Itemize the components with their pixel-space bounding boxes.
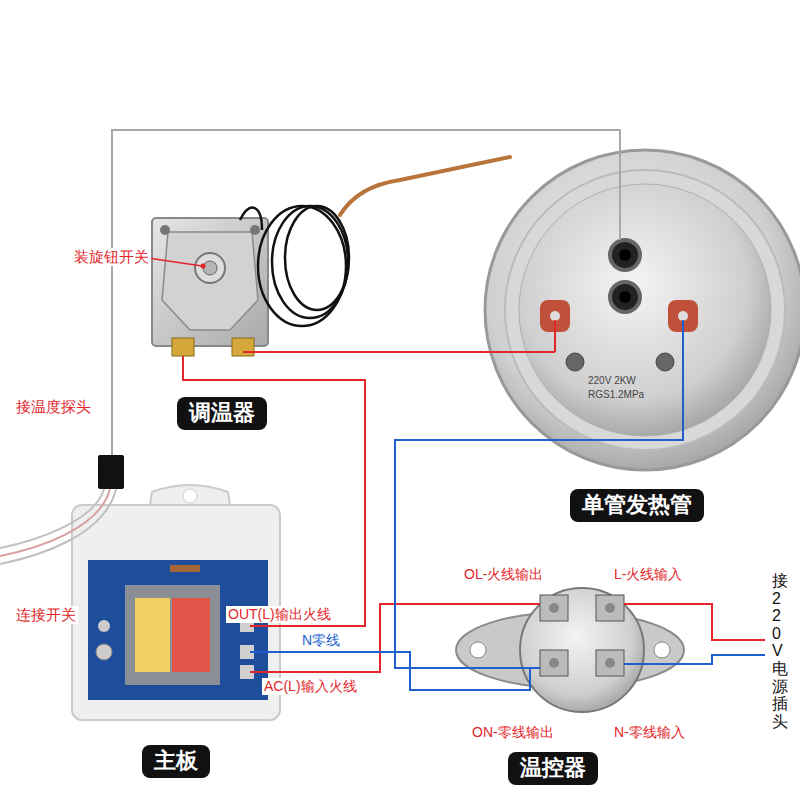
temperature-control-figure-part xyxy=(447,667,540,669)
thermostat-figure xyxy=(148,157,510,356)
thermostat-figure-part xyxy=(152,218,268,346)
heating-tube-figure-part xyxy=(566,353,584,371)
component-title: 单管发热管 xyxy=(570,489,704,522)
component-region: 温控器 xyxy=(447,580,690,787)
wire-label: 220V 2KW xyxy=(588,375,636,387)
heating-tube-figure-part xyxy=(485,150,800,470)
main-board-figure-part xyxy=(125,585,220,685)
main-board-figure-part xyxy=(250,671,290,673)
temperature-control-figure-part xyxy=(540,650,568,676)
thermostat-figure-part xyxy=(340,157,510,215)
wire-label: OUT(L)输出火线 xyxy=(226,606,333,623)
thermostat-figure-part xyxy=(232,338,254,356)
main-board-figure-part xyxy=(172,598,210,672)
heating-tube-figure-part xyxy=(610,282,640,312)
temperature-control-figure-part xyxy=(470,642,486,658)
wire xyxy=(290,380,365,626)
heating-tube-figure-part xyxy=(678,311,688,321)
temperature-control-figure-part xyxy=(624,604,765,640)
main-board-figure-part xyxy=(150,485,230,505)
thermostat-figure-part xyxy=(148,258,202,266)
main-board-figure-part xyxy=(98,455,124,489)
heating-tube-figure-part xyxy=(478,351,555,353)
heating-tube-figure-part xyxy=(519,184,771,436)
heating-tube-figure-part xyxy=(619,145,621,240)
heating-tube-figure xyxy=(478,145,800,470)
wire-label: 接温度探头 xyxy=(16,398,91,416)
component-title: 温控器 xyxy=(508,752,598,785)
wire-label: OL-火线输出 xyxy=(462,566,545,583)
wire-label: 连接开关 xyxy=(14,606,78,624)
thermostat-figure-part xyxy=(162,232,258,330)
heating-tube-figure-part xyxy=(554,320,556,352)
power-plug-label: 接220V电源插头 xyxy=(772,572,788,730)
thermostat-figure-part xyxy=(272,206,348,318)
thermostat-figure-part xyxy=(195,253,225,283)
heating-tube-figure-part xyxy=(656,353,674,371)
temperature-control-figure-part xyxy=(447,668,530,690)
temperature-control-figure-part xyxy=(605,603,615,613)
heating-tube-figure-part xyxy=(550,311,560,321)
heating-tube-figure-part xyxy=(619,291,631,303)
main-board-figure-part xyxy=(135,598,170,672)
main-board-figure-part xyxy=(96,644,112,660)
main-board-figure-part xyxy=(183,489,197,503)
component-region: 单管发热管 xyxy=(478,145,795,525)
terminal-wires-part xyxy=(183,356,290,380)
terminal-wires xyxy=(183,352,290,380)
thermostat-figure-part xyxy=(172,338,194,356)
wire-label: L-火线输入 xyxy=(612,566,684,583)
wire-label: N零线 xyxy=(300,632,342,649)
main-board-figure-part xyxy=(250,651,290,653)
temperature-control-figure-part xyxy=(549,658,559,668)
temperature-control-figure-part xyxy=(596,595,624,621)
temperature-control-figure-part xyxy=(540,595,568,621)
wire-label: ON-零线输出 xyxy=(470,724,556,741)
temperature-control-figure-part xyxy=(624,655,765,664)
temperature-control-figure-part xyxy=(605,658,615,668)
wire-label: 装旋钮开关 xyxy=(72,248,151,266)
main-board-figure-part xyxy=(170,565,200,572)
wire-label: AC(L)输入火线 xyxy=(262,678,359,695)
thermostat-figure-part xyxy=(285,206,349,310)
heating-tube-figure-part xyxy=(610,240,640,270)
thermostat-figure-part xyxy=(240,208,262,230)
heating-tube-figure-part xyxy=(505,170,785,450)
temperature-control-figure-part xyxy=(654,642,670,658)
wire-label: RGS1.2MPa xyxy=(588,389,644,401)
terminal-wires-part xyxy=(243,351,290,353)
component-title: 调温器 xyxy=(177,397,267,430)
temperature-control-figure-part xyxy=(549,603,559,613)
thermostat-figure-part xyxy=(160,225,170,235)
wire-label: N-零线输入 xyxy=(612,724,687,741)
main-board-figure-part xyxy=(0,489,116,564)
main-board-figure-part xyxy=(0,489,110,556)
thermostat-figure-part xyxy=(250,225,260,235)
main-board-figure-part xyxy=(88,560,268,700)
thermostat-figure-part xyxy=(201,264,206,269)
main-board-figure xyxy=(0,440,290,720)
main-board-figure-part xyxy=(111,440,113,455)
main-board-figure-part xyxy=(250,625,290,627)
component-region: 调温器 xyxy=(150,205,290,432)
temperature-control-figure-part xyxy=(447,603,540,605)
wire xyxy=(395,440,478,668)
heating-tube-figure-part xyxy=(478,320,683,440)
component-title: 主板 xyxy=(142,745,210,778)
thermostat-figure-part xyxy=(203,261,217,275)
wire xyxy=(290,351,478,353)
wire xyxy=(112,130,620,440)
heating-tube-figure-part xyxy=(619,249,631,261)
main-board-figure-part xyxy=(98,620,110,632)
temperature-control-figure-part xyxy=(596,650,624,676)
main-board-figure-part xyxy=(0,489,104,548)
temperature-control-figure-part xyxy=(520,588,644,712)
temperature-control-figure xyxy=(447,588,765,712)
